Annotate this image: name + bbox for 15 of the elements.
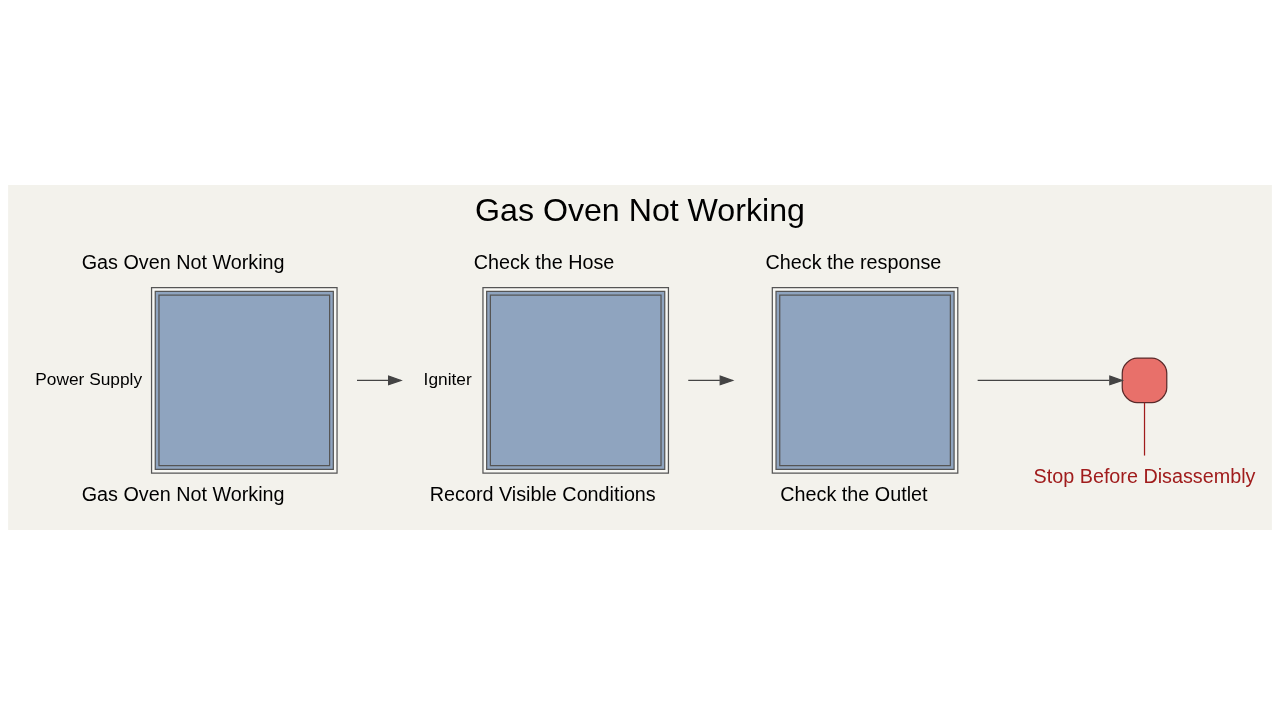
node-label: Check the response bbox=[765, 250, 942, 273]
node-label: Gas Oven Not Working bbox=[81, 483, 285, 506]
node-label: Check the Outlet bbox=[780, 483, 928, 506]
arrow bbox=[687, 375, 735, 386]
node-label: Check the Hose bbox=[473, 250, 615, 273]
node-text: Stop Before Disassembly bbox=[1033, 464, 1256, 487]
node-label: Igniter bbox=[423, 368, 472, 389]
node-label: Gas Oven Not Working bbox=[81, 250, 285, 273]
arrow bbox=[356, 375, 403, 386]
connector bbox=[1143, 402, 1146, 457]
arrow bbox=[977, 375, 1125, 386]
node-label: Record Visible Conditions bbox=[429, 483, 656, 506]
node-box bbox=[1121, 357, 1168, 404]
node-label: Power Supply bbox=[35, 368, 143, 389]
diagram-title: Gas Oven Not Working bbox=[475, 191, 805, 228]
